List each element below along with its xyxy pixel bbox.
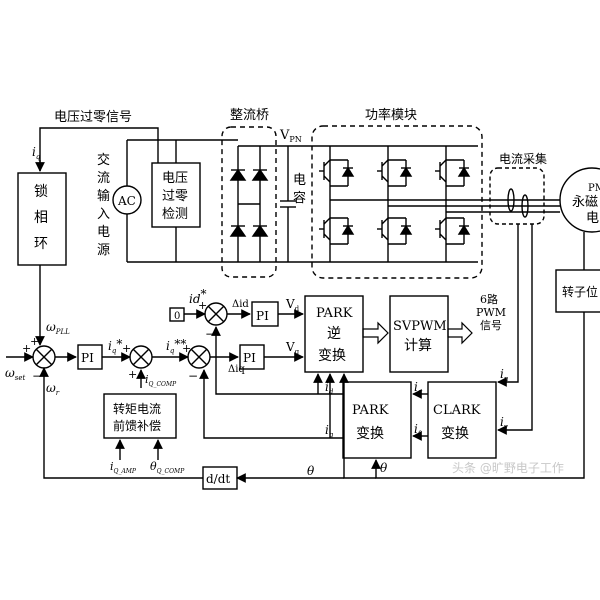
rotor-pos-label: 转子位 [562,284,598,299]
ac-source-char-4: 入 [97,207,110,222]
torque-comp-block [103,393,177,439]
sum-id-minus: − [205,327,215,341]
pll-char-3: 环 [34,236,48,252]
ac-source-char-5: 电 [97,225,110,240]
iu-label: iu [500,367,509,383]
vpn-label: VPN [279,128,302,144]
park-inverse-line-2: 逆 [327,326,341,342]
park-inverse-line-3: 变换 [318,347,346,364]
zero-detect-line-2: 过零 [162,189,188,204]
theta-label-1: θ [307,464,315,478]
clark-block [427,381,497,459]
theta-comp-label: θQ_COMP [150,460,185,475]
sum2-plus-left: + [122,342,131,355]
vd-label: Vd [285,297,300,313]
delta-iq-label: Δiq [228,364,245,375]
iq-2star-label: iq** [166,337,186,355]
zero-detect-line-1: 电压 [162,171,188,186]
ia-label: iα [414,380,423,396]
motor-label-1: PM [588,183,600,194]
svpwm-line-1: SVPWM [393,319,447,334]
id-label: id [325,380,334,396]
capacitor-label-2: 容 [293,190,306,206]
motor-label-2: 永磁 [572,195,598,210]
torque-comp-line-2: 前馈补偿 [113,418,161,433]
pll-block [17,172,67,266]
clark-line-2: 变换 [441,425,469,442]
pi-speed-label: PI [81,351,94,365]
torque-comp-line-1: 转矩电流 [113,401,161,416]
rectifier-label: 整流桥 [230,108,269,123]
sum3-plus-left: + [182,342,191,355]
ac-source-char-6: 源 [97,243,110,258]
clark-line-1: CLARK [433,403,481,418]
iq-star-label: iq* [108,337,122,355]
iq-amp-label: iQ_AMP [110,460,137,475]
theta-label-2: θ [380,461,388,475]
iv-label: iv [500,415,508,431]
capacitor-label-1: 电 [293,173,306,188]
iq-label: iq [325,423,334,439]
pwm-signal-line-1: 6路 [480,293,498,306]
zero-signal-label: 电压过零信号 [54,110,132,125]
w-pll-label: ωPLL [46,320,70,336]
sum-id-plus: + [198,299,207,312]
power-module-label: 功率模块 [365,107,417,123]
ac-label: AC [117,194,136,208]
ddt-label: d/dt [206,472,230,486]
svpwm-block [389,295,449,373]
power-module-box [311,125,483,279]
motor-symbol [559,167,600,233]
pi-id-label: PI [256,309,269,323]
id-star-label: id* [189,287,207,306]
zero-signal-line [35,127,159,172]
rotor-position-block [555,269,600,313]
sum3-minus: − [188,369,198,383]
ac-source-char-1: 交 [97,152,110,168]
current-sampling-box [489,167,545,225]
vq-label: Vq [285,340,300,356]
pll-char-2: 相 [34,210,48,226]
rectifier-box [221,126,277,278]
sum2-plus-bottom: + [128,368,137,381]
iq-comp-label: iQ_COMP [145,373,177,388]
pwm-signal-line-2: PWM [476,306,506,319]
sum1-minus: − [32,369,42,383]
current-sampling-label: 电流采集 [499,151,547,166]
park-line-1: PARK [352,403,389,418]
park-line-2: 变换 [356,425,384,442]
svpwm-line-2: 计算 [404,338,432,354]
w-r-label: ωr [46,381,60,397]
iq-top-label: iq [32,145,41,161]
pwm-signal-line-3: 信号 [480,319,502,332]
watermark: 头条 @旷野电子工作 [452,461,564,475]
pll-char-1: 锁 [34,184,48,200]
delta-id-label: Δid [232,299,249,310]
ac-source-char-3: 输 [97,188,110,204]
sum1-plus-left: + [22,342,31,355]
ac-source-char-2: 流 [97,171,110,186]
motor-label-3: 电 [586,211,599,226]
zero-ref-label: 0 [174,311,180,322]
w-set-label: ωset [5,366,26,382]
sum1-plus-top: + [30,335,39,348]
park-block [342,381,412,459]
pi-iq-label: PI [243,351,256,365]
zero-detect-line-3: 检测 [162,207,188,222]
ib-label: iβ [414,422,422,438]
park-inverse-line-1: PARK [316,306,353,321]
